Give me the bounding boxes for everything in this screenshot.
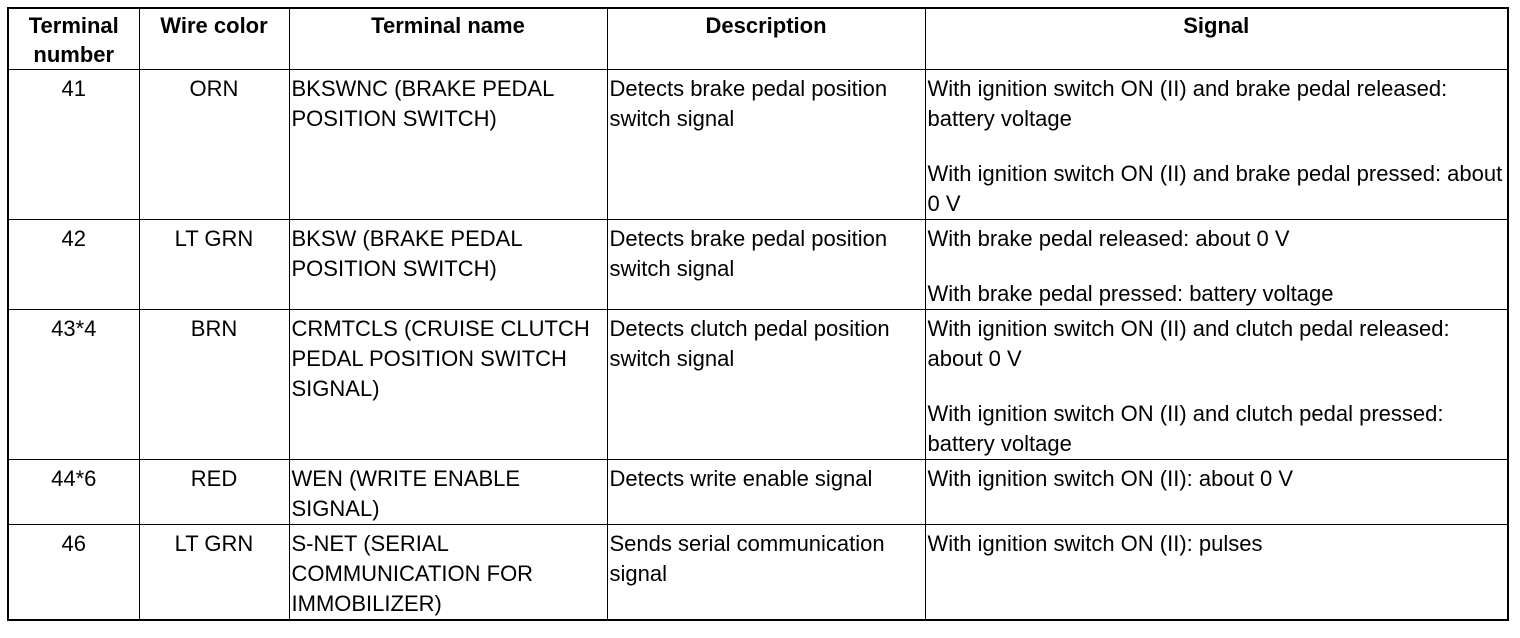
wire-color-cell: RED bbox=[138, 459, 290, 525]
signal-cell: With ignition switch ON (II) and clutch … bbox=[924, 309, 1509, 460]
terminal-name-cell: BKSW (BRAKE PEDAL POSITION SWITCH) bbox=[288, 219, 608, 310]
signal-text: With ignition switch ON (II) and clutch … bbox=[927, 316, 1450, 371]
terminal-number-cell: 46 bbox=[7, 524, 140, 621]
terminal-name-cell: WEN (WRITE ENABLE SIGNAL) bbox=[288, 459, 608, 525]
header-wire-color: Wire color bbox=[138, 7, 290, 70]
header-terminal-number: Terminal number bbox=[7, 7, 140, 70]
wire-color-cell: BRN bbox=[138, 309, 290, 460]
signal-cell: With ignition switch ON (II): about 0 V bbox=[924, 459, 1509, 525]
terminal-table: Terminal number Wire color Terminal name… bbox=[7, 7, 1509, 621]
signal-text: With ignition switch ON (II) and brake p… bbox=[927, 161, 1503, 216]
wire-color-cell: ORN bbox=[138, 69, 290, 220]
terminal-number-cell: 43*4 bbox=[7, 309, 140, 460]
signal-text: With ignition switch ON (II): pulses bbox=[927, 531, 1263, 556]
signal-text: With ignition switch ON (II) and brake p… bbox=[927, 76, 1448, 131]
table-row: 41 ORN BKSWNC (BRAKE PEDAL POSITION SWIT… bbox=[7, 69, 1509, 220]
description-cell: Detects write enable signal bbox=[606, 459, 926, 525]
signal-cell: With ignition switch ON (II) and brake p… bbox=[924, 69, 1509, 220]
description-cell: Detects clutch pedal position switch sig… bbox=[606, 309, 926, 460]
terminal-name-cell: BKSWNC (BRAKE PEDAL POSITION SWITCH) bbox=[288, 69, 608, 220]
terminal-number-cell: 41 bbox=[7, 69, 140, 220]
signal-cell: With ignition switch ON (II): pulses bbox=[924, 524, 1509, 621]
signal-text: With ignition switch ON (II) and clutch … bbox=[927, 401, 1444, 456]
signal-cell: With brake pedal released: about 0 V Wit… bbox=[924, 219, 1509, 310]
table-body: 41 ORN BKSWNC (BRAKE PEDAL POSITION SWIT… bbox=[7, 69, 1509, 621]
terminal-number-cell: 42 bbox=[7, 219, 140, 310]
signal-text: With ignition switch ON (II): about 0 V bbox=[927, 466, 1294, 491]
terminal-name-cell: S-NET (SERIAL COMMUNICATION FOR IMMOBILI… bbox=[288, 524, 608, 621]
wire-color-cell: LT GRN bbox=[138, 524, 290, 621]
header-row: Terminal number Wire color Terminal name… bbox=[7, 7, 1509, 70]
table-row: 46 LT GRN S-NET (SERIAL COMMUNICATION FO… bbox=[7, 524, 1509, 621]
signal-text: With brake pedal released: about 0 V bbox=[927, 226, 1290, 251]
description-cell: Detects brake pedal position switch sign… bbox=[606, 69, 926, 220]
wire-color-cell: LT GRN bbox=[138, 219, 290, 310]
table-row: 44*6 RED WEN (WRITE ENABLE SIGNAL) Detec… bbox=[7, 459, 1509, 525]
header-description: Description bbox=[606, 7, 926, 70]
description-cell: Sends serial communication signal bbox=[606, 524, 926, 621]
table-header: Terminal number Wire color Terminal name… bbox=[7, 7, 1509, 70]
signal-text: With brake pedal pressed: battery voltag… bbox=[927, 281, 1334, 306]
table-row: 42 LT GRN BKSW (BRAKE PEDAL POSITION SWI… bbox=[7, 219, 1509, 310]
terminal-name-cell: CRMTCLS (CRUISE CLUTCH PEDAL POSITION SW… bbox=[288, 309, 608, 460]
description-cell: Detects brake pedal position switch sign… bbox=[606, 219, 926, 310]
header-terminal-name: Terminal name bbox=[288, 7, 608, 70]
table-row: 43*4 BRN CRMTCLS (CRUISE CLUTCH PEDAL PO… bbox=[7, 309, 1509, 460]
header-signal: Signal bbox=[924, 7, 1509, 70]
terminal-number-cell: 44*6 bbox=[7, 459, 140, 525]
